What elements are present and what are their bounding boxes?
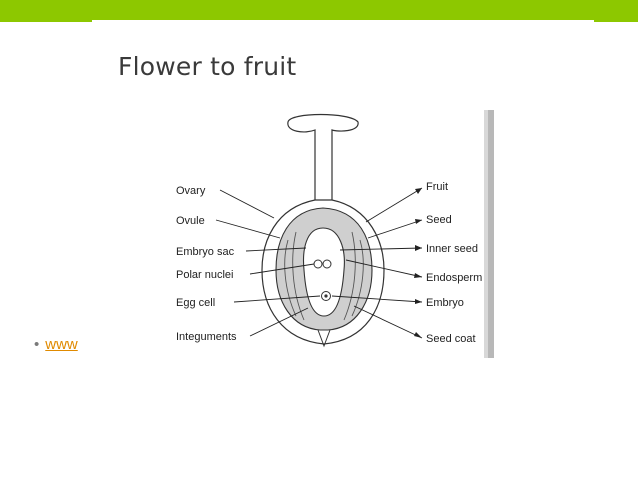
bullet-item: • www [34,336,78,353]
arrow-ovule [215,219,281,239]
top-accent-bar [0,0,638,22]
label-embryo-sac: Embryo sac [176,246,235,258]
label-endosperm: Endosperm [426,272,482,284]
arrow-fruit [365,187,423,223]
scan-edge-dark [488,110,494,358]
flower-to-fruit-figure: Ovary Ovule Embryo sac Polar nuclei Egg … [170,110,494,358]
bullet-icon: • [34,336,40,353]
arrowhead-inner-seed [415,245,422,251]
integument-line-right-1 [351,239,364,317]
arrowhead-embryo [415,299,422,304]
label-ovary: Ovary [176,185,206,197]
polar-nucleus-2 [322,259,332,269]
arrow-seed-coat [353,305,423,339]
bullet-link[interactable]: www [45,336,78,353]
slide-title: Flower to fruit [118,52,297,81]
arrowhead-fruit [415,188,422,194]
arrowhead-seed-coat [414,332,422,338]
top-bar-divider [92,20,594,23]
label-seed-coat: Seed coat [426,333,476,345]
label-fruit: Fruit [426,181,448,193]
arrow-ovary [219,189,275,219]
label-seed: Seed [426,214,452,226]
stigma-style-shape [287,113,359,203]
arrow-embryo [331,295,423,303]
label-egg-cell: Egg cell [176,297,215,309]
label-polar-nuclei: Polar nuclei [176,269,233,281]
arrow-inner-seed [339,247,423,251]
label-embryo: Embryo [426,297,464,309]
label-inner-seed: Inner seed [426,243,478,255]
arrow-integuments [249,307,309,337]
integument-line-left-1 [284,239,297,317]
label-ovule: Ovule [176,215,205,227]
arrowhead-endosperm [414,273,422,278]
arrow-embryo-sac [245,247,307,252]
arrow-egg-cell [233,295,321,303]
polar-nucleus-1 [313,259,323,269]
arrow-seed [367,219,423,239]
arrow-endosperm [345,259,423,278]
micropyle [317,329,331,348]
embryo-sac-shape [302,227,345,317]
arrow-polar-nuclei [249,263,315,275]
arrowhead-seed [415,219,422,224]
label-integuments: Integuments [176,331,237,343]
flower-diagram-svg: Ovary Ovule Embryo sac Polar nuclei Egg … [176,110,494,358]
egg-cell-nucleus [324,294,328,298]
integument-line-right-2 [343,231,356,321]
